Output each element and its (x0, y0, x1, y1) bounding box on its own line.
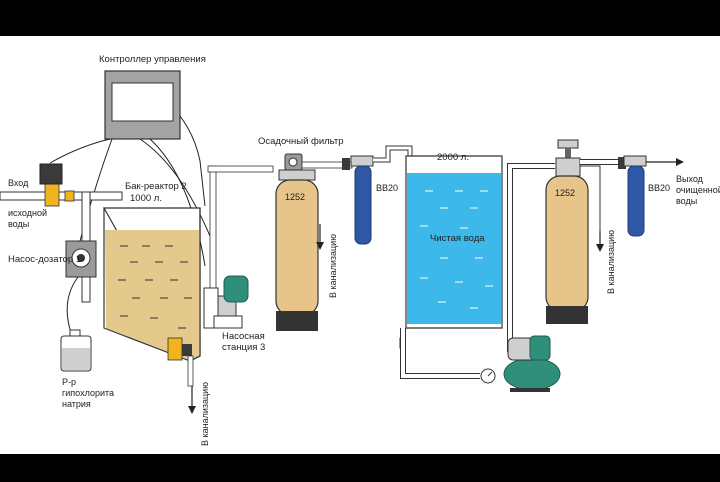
drain-arrow-2 (316, 224, 324, 250)
filter1-code: 1252 (285, 192, 305, 202)
drain-label-1: В канализацию (200, 382, 210, 446)
sediment-filter (275, 153, 319, 331)
filter2-code: 1252 (555, 188, 575, 198)
bb20-1-label: BB20 (376, 183, 398, 193)
dosing-pump-label: Насос-дозатор 1 (8, 254, 81, 265)
outlet-label-3: воды (676, 196, 697, 206)
sediment-filter-label: Осадочный фильтр (258, 136, 344, 147)
diagram-canvas: Контроллер управления Вход исходной воды… (0, 36, 720, 454)
clean-water-tank (399, 155, 503, 349)
outlet-pipe-tank (400, 163, 555, 379)
pump-station-label-2: станция 3 (222, 342, 265, 353)
bb20-2-label: BB20 (648, 183, 670, 193)
hypochlorite-label-2: гипохлорита (62, 388, 114, 398)
check-valve (618, 157, 626, 169)
drain-label-2: В канализацию (328, 234, 338, 298)
pipe-filter-to-bb20 (301, 158, 353, 170)
drain-label-3: В канализацию (606, 230, 616, 294)
avito-watermark: Avito (613, 410, 696, 437)
hypochlorite-canister (60, 329, 92, 372)
tank-volume-label: 2000 л. (437, 152, 469, 163)
hypochlorite-label-1: Р-р (62, 377, 76, 387)
deironing-filter (545, 139, 589, 324)
reactor-drain-valve (167, 337, 194, 387)
pipe-bb20-to-tank (373, 146, 412, 162)
water-treatment-scheme: Контроллер управления Вход исходной воды… (0, 54, 720, 446)
inlet-label-2: исходной (8, 208, 47, 218)
reactor-tank (102, 207, 201, 362)
outlet-label-2: очищенной (676, 185, 720, 195)
dosing-pump (65, 240, 97, 278)
dosing-tube (66, 276, 79, 337)
drain-arrow-3 (596, 231, 604, 252)
outlet-label-1: Выход (676, 174, 704, 184)
pump-station-label-1: Насосная (222, 331, 265, 342)
reactor-label-1: Бак-реактор 2 (125, 181, 187, 192)
controller-unit (104, 70, 181, 140)
outlet-arrow (646, 158, 684, 166)
reactor-label-2: 1000 л. (130, 193, 162, 204)
inlet-label-1: Вход (8, 178, 29, 188)
hypochlorite-label-3: натрия (62, 399, 91, 409)
drain-arrow-1 (188, 386, 196, 414)
watermark-text: Avito (642, 412, 696, 437)
pump-station (203, 165, 274, 329)
pressure-pump (480, 335, 561, 392)
bb20-filter-1 (350, 155, 374, 245)
bb20-filter-2 (623, 155, 647, 237)
clean-water-label: Чистая вода (430, 233, 485, 244)
inlet-label-3: воды (8, 219, 29, 229)
controller-label: Контроллер управления (99, 54, 206, 65)
